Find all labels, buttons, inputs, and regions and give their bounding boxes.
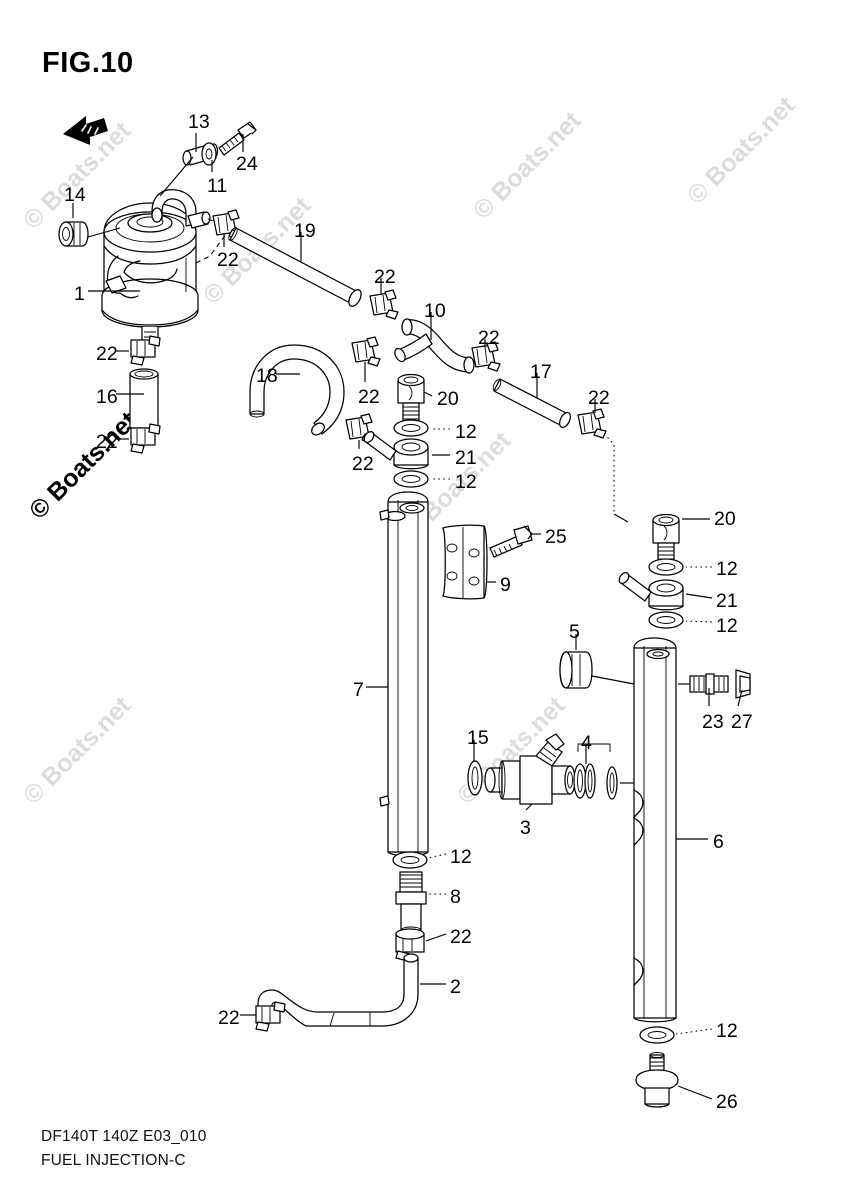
- callout-17: 17: [530, 361, 552, 383]
- callout-18: 18: [256, 365, 278, 387]
- callout-22-c: 22: [478, 327, 500, 349]
- callout-9: 9: [500, 574, 511, 596]
- part-bracket-bolt: [489, 525, 533, 558]
- callout-26: 26: [716, 1091, 738, 1113]
- caption-model-code: DF140T 140Z E03_010: [41, 1128, 207, 1145]
- callout-8: 8: [450, 886, 461, 908]
- part-hose-clamp-b: [369, 289, 399, 320]
- callout-22-a: 22: [217, 249, 239, 271]
- part-fuel-filter: [101, 189, 211, 348]
- part-fuel-hose-short: [129, 368, 159, 431]
- part-hose-clamp-i: [395, 928, 425, 962]
- callout-20-right: 20: [714, 508, 736, 530]
- callout-12-u1: 12: [455, 421, 477, 443]
- part-pipe-union-lower: [395, 871, 427, 934]
- part-fuel-pipe-tee: [394, 318, 475, 374]
- callout-1: 1: [74, 283, 85, 305]
- callout-7: 7: [353, 679, 364, 701]
- part-banjo-union-right: [618, 571, 684, 611]
- callout-27: 27: [731, 711, 753, 733]
- callout-14: 14: [64, 184, 86, 206]
- callout-22-e: 22: [96, 343, 118, 365]
- callout-21-right: 21: [716, 590, 738, 612]
- callout-19: 19: [294, 220, 316, 242]
- part-fuel-hose-long: [228, 227, 362, 307]
- part-flange-bolt: [635, 1052, 679, 1108]
- callout-25: 25: [545, 526, 567, 548]
- part-banjo-bolt-right: [652, 513, 680, 565]
- callout-12-r1: 12: [716, 558, 738, 580]
- callout-5: 5: [569, 621, 580, 643]
- part-hose-clamp-e: [577, 408, 607, 439]
- callout-22-b: 22: [374, 266, 396, 288]
- part-flange-nut: [735, 669, 751, 699]
- callout-22-g: 22: [358, 386, 380, 408]
- part-hose-clamp-f: [130, 335, 161, 366]
- part-gasket-r2: [648, 611, 684, 629]
- part-gasket-u2: [393, 470, 429, 488]
- callout-13: 13: [188, 111, 210, 133]
- part-injector-o-ring-set: [573, 743, 618, 800]
- part-banjo-bolt-upper: [397, 373, 425, 425]
- callout-23: 23: [702, 711, 724, 733]
- part-fuel-hose-bend: [249, 344, 345, 436]
- part-fuel-injector: [484, 733, 576, 805]
- part-bolt-24: [218, 121, 257, 156]
- callout-24: 24: [236, 153, 258, 175]
- part-stud-bolt: [689, 673, 729, 695]
- part-delivery-pipe-right: [633, 637, 677, 1023]
- part-gasket-lower: [392, 851, 428, 869]
- callout-10: 10: [424, 300, 446, 322]
- part-gasket-u1: [393, 419, 429, 437]
- callout-6: 6: [713, 831, 724, 853]
- callout-21-upper: 21: [455, 447, 477, 469]
- callout-22-d: 22: [588, 387, 610, 409]
- part-delivery-pipe-left: [379, 491, 429, 857]
- part-hose-clamp-j: [255, 1001, 286, 1032]
- caption-section-name: FUEL INJECTION-C: [41, 1152, 186, 1169]
- callout-3: 3: [520, 817, 531, 839]
- leader-lines: [72, 133, 743, 1100]
- part-fuel-hose-right: [492, 378, 572, 429]
- part-fuel-hose-lower: [257, 953, 419, 1027]
- callout-4: 4: [581, 732, 592, 754]
- part-filter-bushing: [58, 221, 89, 247]
- callout-12-u2: 12: [455, 471, 477, 493]
- callout-22-j: 22: [218, 1007, 240, 1029]
- callout-20-upper: 20: [437, 388, 459, 410]
- part-injector-bracket: [442, 524, 488, 600]
- part-injector-o-ring-15: [467, 760, 483, 796]
- callout-12-r2: 12: [716, 615, 738, 637]
- page-title: FIG.10: [42, 47, 134, 79]
- part-hose-clamp-c: [351, 336, 381, 367]
- part-hose-clamp-d: [471, 341, 501, 372]
- callout-22-i: 22: [450, 926, 472, 948]
- fwd-arrow-icon: [63, 116, 108, 145]
- part-washer: [201, 142, 217, 166]
- callout-15: 15: [467, 727, 489, 749]
- part-hose-clamp-g: [130, 423, 161, 454]
- part-banjo-union-upper: [363, 430, 429, 470]
- part-gasket-r1: [648, 558, 684, 576]
- part-injector-cushion: [559, 651, 593, 689]
- callout-2: 2: [450, 976, 461, 998]
- callout-16: 16: [96, 386, 118, 408]
- callout-11: 11: [207, 175, 228, 197]
- callout-12-l1: 12: [450, 846, 472, 868]
- callout-12-b: 12: [716, 1020, 738, 1042]
- part-gasket-bottom: [639, 1026, 675, 1044]
- callout-22-f: 22: [96, 431, 118, 453]
- callout-22-h: 22: [352, 453, 374, 475]
